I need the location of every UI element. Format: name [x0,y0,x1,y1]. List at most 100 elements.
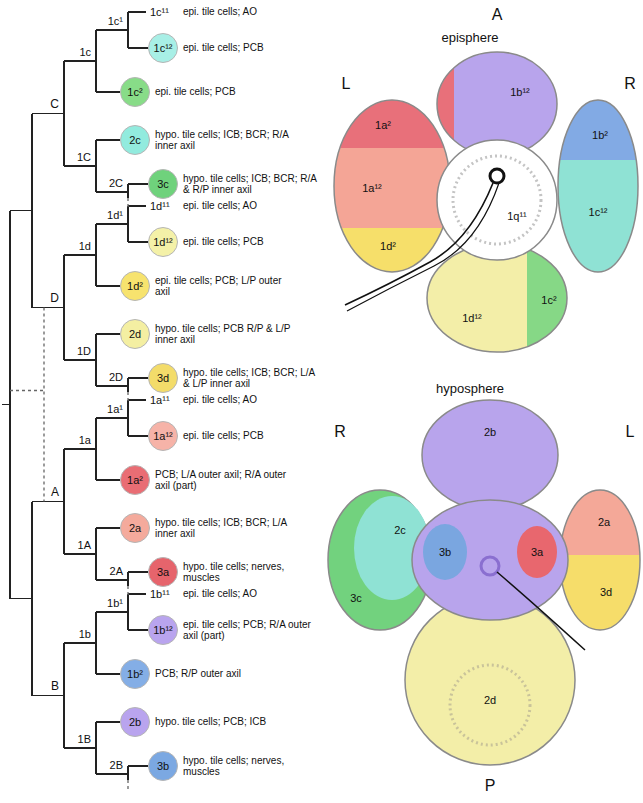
tree-branch [95,140,96,192]
axis-letter: A [492,6,503,24]
tip-label: 1c¹¹ [150,6,169,19]
cell-circle: 1a¹² [148,421,178,451]
quadrant-label: D [50,292,59,306]
tree-branch [96,333,120,334]
tip-label: 1a¹¹ [150,394,170,407]
tree-branch [96,773,128,774]
branch-label: 1d [79,240,91,253]
apical-region [437,140,557,260]
cell-name: 1b² [127,668,143,681]
tree-branch [128,399,146,400]
tree-branch [64,165,96,166]
fate-note: epi. tile cells; AO [183,394,321,406]
cell-name: 1d¹² [153,236,173,249]
branch-label: 1b¹ [107,597,123,610]
tip-label: 1d¹¹ [150,200,170,213]
region [527,240,577,360]
tree-branch-uncertain [127,780,128,792]
branch-label: 1C [77,151,91,164]
tree-branch [128,377,148,378]
region-label: 1a¹² [362,182,382,195]
tree-branch [95,528,96,580]
region [556,486,643,555]
tree-branch [128,205,146,206]
cell-circle: 3d [148,363,178,393]
tree-branch-uncertain [10,390,44,391]
cell-name: 3d [157,372,169,385]
branch-label: 1a [79,434,91,447]
region-label: 3d [600,586,612,599]
tree-branch [96,721,120,722]
episphere-drawing [330,50,643,360]
fate-note: epi. tile cells; AO [183,588,321,600]
tree-branch [10,598,32,599]
tree-branch [64,747,96,748]
fate-note: epi. tile cells; PCB [183,430,321,442]
tree-branch [96,191,128,192]
cell-circle: 1d² [120,271,150,301]
region-label: 3b [439,546,451,559]
branch-label: 1D [77,345,91,358]
tip-label: 1b¹¹ [150,588,170,601]
view-title: episphere [441,31,498,46]
tree-branch [64,254,96,255]
tree-branch [2,404,10,405]
axis-letter: P [485,777,496,795]
region [423,524,467,580]
region-label: 2b [484,426,496,439]
cell-circle: 2b [120,707,150,737]
tree-branch [96,673,120,674]
region-label: 2a [598,516,610,529]
tree-branch [10,210,32,211]
fate-note: epi. tile cells; PCB [183,42,321,54]
tree-branch [64,359,96,360]
fate-note: PCB; L/A outer axil; R/A outer axil (par… [155,469,293,492]
fate-note: epi. tile cells; PCB [183,236,321,248]
cell-name: 1c² [127,86,142,99]
branch-label: 1d¹ [107,209,123,222]
cell-name: 3a [157,566,169,579]
cell-circle: 1a² [120,465,150,495]
region-label: 1c¹² [589,206,608,219]
cell-circle: 1c¹² [148,33,178,63]
fate-note: hypo. tile cells; ICB; BCR; L/A inner ax… [155,517,293,540]
tree-branch [128,47,148,48]
center-body [412,500,568,620]
region-label: 1d² [380,240,396,253]
axis-letter: L [342,75,351,93]
fate-note: hypo. tile cells; ICB; BCR; R/A inner ax… [155,129,293,152]
axis-letter: L [626,423,635,441]
view-title: hyposphere [436,382,504,397]
tree-branch [95,722,96,774]
tree-branch [96,29,128,30]
region-label: 1q¹¹ [507,210,527,223]
region-label: 1d¹² [462,312,482,325]
cell-name: 2a [129,522,141,535]
tree-branch-uncertain [127,392,128,404]
tree-branch [32,695,64,696]
branch-label: 2B [110,759,123,772]
lobe-outline [560,490,640,630]
tree-branch-uncertain [43,308,44,502]
axis-letter: R [334,423,346,441]
branch-label: 2C [109,177,123,190]
tree-branch [64,553,96,554]
tree-branch [96,611,128,612]
fate-note: epi. tile cells; AO [183,6,321,18]
region [517,526,557,578]
cilium [347,183,499,311]
fate-note: hypo. tile cells; ICB; BCR; L/A & L/P in… [183,367,321,390]
cell-name: 1a² [127,474,143,487]
cell-name: 1a¹² [153,430,173,443]
cell-circle: 3b [148,751,178,781]
tree-branch [96,579,128,580]
tree-branch [64,60,96,61]
tree-branch [128,571,148,572]
fate-note: hypo. tile cells; PCB; ICB [155,716,293,728]
fate-note: PCB; R/P outer axil [155,668,293,680]
tree-branch [128,593,146,594]
region-label: 3a [531,546,543,559]
tree-branch [64,448,96,449]
fate-note: hypo. tile cells; ICB; BCR; R/A & R/P in… [183,173,321,196]
